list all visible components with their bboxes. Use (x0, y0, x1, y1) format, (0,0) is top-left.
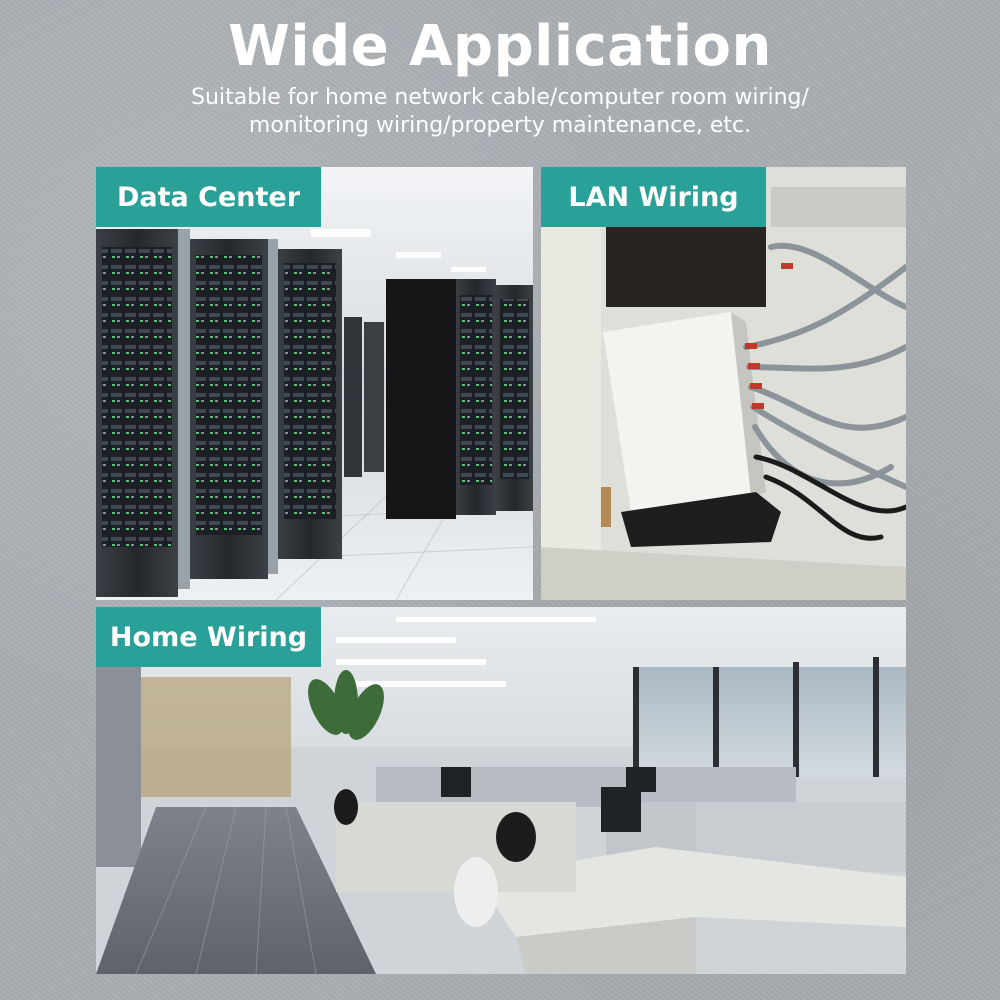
home-wiring-label: Home Wiring (96, 607, 321, 667)
data-center-label: Data Center (96, 167, 321, 227)
lan-wiring-panel: LAN Wiring (541, 167, 906, 600)
lan-wiring-photo (541, 167, 906, 600)
subtitle-line-1: Suitable for home network cable/computer… (191, 85, 809, 110)
data-center-photo (96, 167, 533, 600)
subtitle-line-2: monitoring wiring/property maintenance, … (248, 113, 752, 138)
page-title: Wide Application (228, 14, 772, 79)
data-center-panel: Data Center (96, 167, 533, 600)
page-subtitle: Suitable for home network cable/computer… (150, 84, 850, 140)
home-wiring-panel: Home Wiring (96, 607, 906, 974)
lan-wiring-label: LAN Wiring (541, 167, 766, 227)
